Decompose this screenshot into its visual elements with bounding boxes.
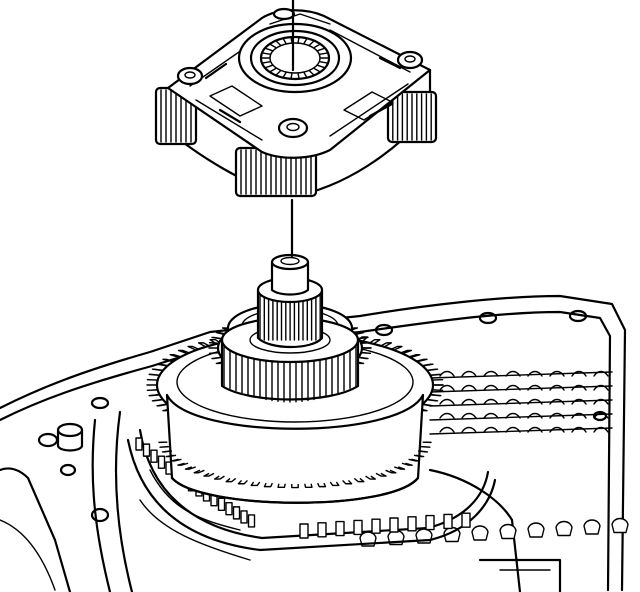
sun-gear-shaft <box>256 253 324 348</box>
transmission-case <box>0 294 627 592</box>
carrier-bolts <box>176 7 424 139</box>
planetary-carrier <box>154 0 438 198</box>
bolt-holes <box>37 309 608 523</box>
dowel-pin <box>56 422 84 452</box>
